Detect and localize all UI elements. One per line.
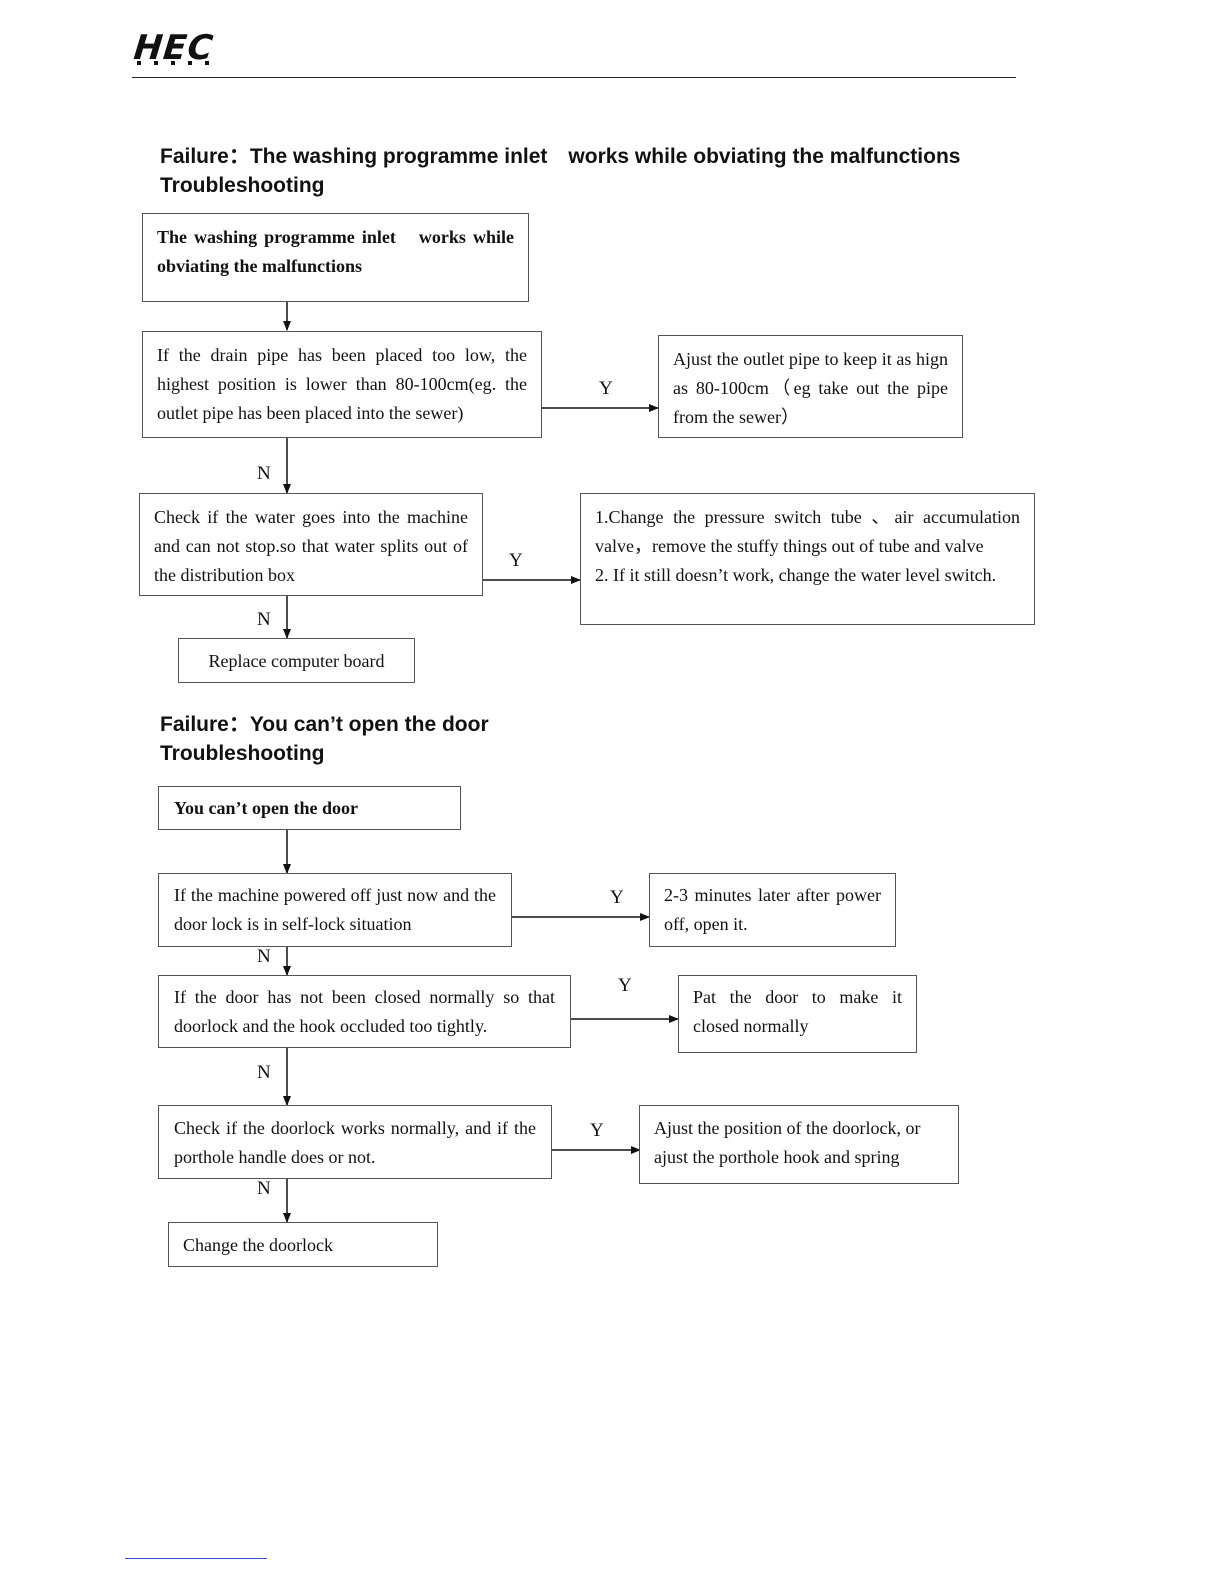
s2-start-box: You can’t open the door xyxy=(158,786,461,830)
s1-answer-pressure-switch: 1.Change the pressure switch tube 、air a… xyxy=(580,493,1035,625)
s2-no-label-3: N xyxy=(257,1178,271,1199)
header-rule xyxy=(132,77,1016,78)
s1-answer-adjust-outlet-pipe: Ajust the outlet pipe to keep it as hign… xyxy=(658,335,963,438)
s2-question-doorlock-works: Check if the doorlock works normally, an… xyxy=(158,1105,552,1179)
s1-no-label-1: N xyxy=(257,463,271,484)
s1-answer-step1: 1.Change the pressure switch tube 、air a… xyxy=(595,507,1020,556)
s1-end-replace-board: Replace computer board xyxy=(178,638,415,683)
section1-title: Failure：The washing programme inlet work… xyxy=(160,145,961,168)
s2-yes-label-2: Y xyxy=(618,975,632,996)
s1-question-drain-pipe: If the drain pipe has been placed too lo… xyxy=(142,331,542,438)
s1-question-water-inflow: Check if the water goes into the machine… xyxy=(139,493,483,596)
s2-no-label-2: N xyxy=(257,1062,271,1083)
s2-answer-wait-minutes: 2-3 minutes later after power off, open … xyxy=(649,873,896,947)
s1-start-box: The washing programme inlet works while … xyxy=(142,213,529,302)
s2-question-door-closed: If the door has not been closed normally… xyxy=(158,975,571,1048)
s2-no-label-1: N xyxy=(257,946,271,967)
section2-title: Failure：You can’t open the door xyxy=(160,713,489,736)
s2-yes-label-3: Y xyxy=(590,1120,604,1141)
s2-yes-label-1: Y xyxy=(610,887,624,908)
s1-yes-label-2: Y xyxy=(509,550,523,571)
s2-answer-adjust-doorlock: Ajust the position of the doorlock, or a… xyxy=(639,1105,959,1184)
section2-subtitle: Troubleshooting xyxy=(160,742,325,765)
s1-answer-step2: 2. If it still doesn’t work, change the … xyxy=(595,565,997,585)
s1-yes-label-1: Y xyxy=(599,378,613,399)
s1-no-label-2: N xyxy=(257,609,271,630)
section1-subtitle: Troubleshooting xyxy=(160,174,325,197)
s2-answer-pat-door: Pat the door to make it closed normally xyxy=(678,975,917,1053)
footer-rule xyxy=(125,1558,267,1559)
logo-dots xyxy=(137,61,217,67)
s2-end-change-doorlock: Change the doorlock xyxy=(168,1222,438,1267)
s2-question-powered-off: If the machine powered off just now and … xyxy=(158,873,512,947)
